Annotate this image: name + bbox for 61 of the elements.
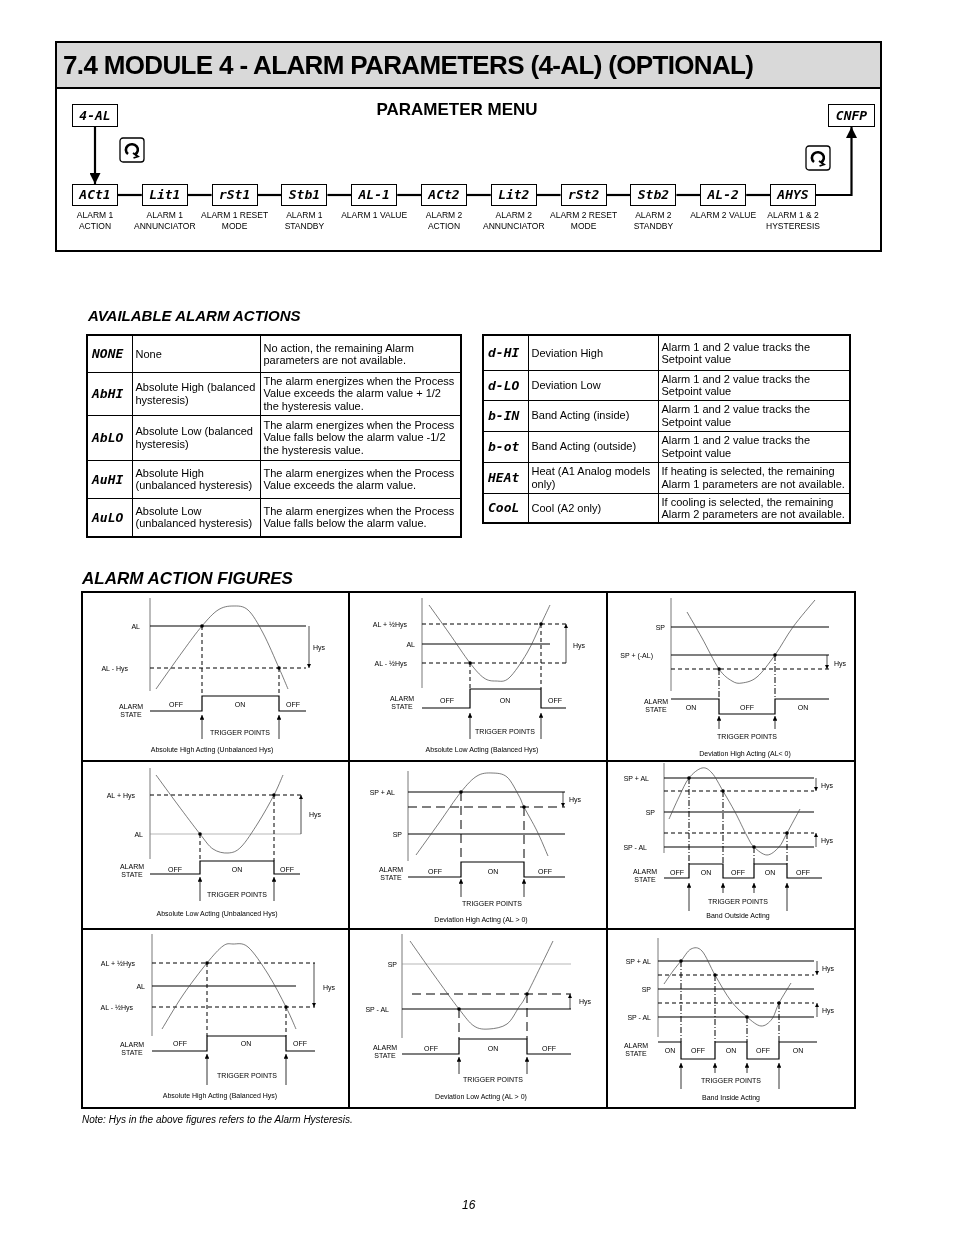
page-title: 7.4 MODULE 4 - ALARM PARAMETERS (4-AL) (OPTIONAL) [63, 48, 754, 82]
action-name-cell: Absolute High (unbalanced hysteresis) [132, 460, 260, 498]
connector-line [118, 193, 142, 197]
connector-arrow [816, 127, 857, 197]
parameter-display-box: ACt2 [421, 184, 467, 206]
section-heading: ALARM ACTION FIGURES [82, 568, 293, 590]
parameter-display-box: Stb1 [281, 184, 328, 206]
page-number: 16 [462, 1197, 476, 1214]
parameter-caption: ALARM 2 VALUE [689, 210, 758, 222]
parameter-caption: ALARM 1 ACTION [75, 210, 115, 233]
action-name-cell: Heat (A1 Analog models only) [528, 462, 658, 493]
connector-line [187, 193, 212, 197]
action-name-cell: Deviation Low [528, 370, 658, 400]
connector-line [676, 193, 701, 197]
display-code-cell: AbHI [87, 372, 132, 415]
parameter-display-box: ACt1 [72, 184, 118, 206]
display-code-cell: d-HI [483, 335, 528, 370]
display-code-cell: HEAt [483, 462, 528, 493]
display-code-cell: d-LO [483, 370, 528, 400]
connector-line [746, 193, 770, 197]
action-name-cell: Band Acting (outside) [528, 431, 658, 462]
action-name-cell: Band Acting (inside) [528, 400, 658, 431]
parameter-caption: ALARM 1 RESET MODE [200, 210, 269, 233]
parameter-caption: ALARM 2 ANNUNCIATOR [482, 210, 546, 233]
action-name-cell: None [132, 335, 260, 372]
connector-line [397, 193, 421, 197]
parameter-caption: ALARM 1 VALUE [340, 210, 409, 222]
section-heading: AVAILABLE ALARM ACTIONS [88, 306, 301, 326]
section-heading: PARAMETER MENU [376, 99, 538, 121]
display-code-cell: AuHI [87, 460, 132, 498]
parameter-caption: ALARM 2 STANDBY [632, 210, 675, 233]
footnote: Note: Hys in the above figures refers to the Alarm Hysteresis. [82, 1113, 353, 1127]
parameter-display-box: Lit1 [141, 184, 188, 206]
action-name-cell: Absolute High (balanced hysteresis) [132, 372, 260, 415]
parameter-display-box: Lit2 [490, 184, 537, 206]
parameter-display-box: AHYS [770, 184, 816, 206]
action-name-cell: Absolute Low (balanced hysteresis) [132, 415, 260, 460]
parameter-display-box: AL-2 [700, 184, 747, 206]
connector-line [327, 193, 352, 197]
action-name-cell: Absolute Low (unbalanced hysteresis) [132, 498, 260, 537]
connector-arrow [89, 127, 101, 184]
connector-line [606, 193, 631, 197]
parameter-display-box: rSt1 [211, 184, 258, 206]
connector-line [467, 193, 491, 197]
parameter-display-box: Stb2 [630, 184, 677, 206]
connector-line [257, 193, 282, 197]
display-code-cell: AbLO [87, 415, 132, 460]
action-name-cell: Deviation High [528, 335, 658, 370]
connector-line [536, 193, 561, 197]
parameter-caption: ALARM 1 STANDBY [283, 210, 326, 233]
parameter-display-box: AL-1 [351, 184, 398, 206]
parameter-caption: ALARM 1 ANNUNCIATOR [133, 210, 197, 233]
parameter-caption: ALARM 1 & 2 HYSTERESIS [765, 210, 821, 233]
display-code-cell: b-ot [483, 431, 528, 462]
parameter-caption: ALARM 2 ACTION [424, 210, 464, 233]
parameter-display-box: 4-AL [72, 104, 118, 127]
parameter-display-box: CNFP [828, 104, 875, 127]
parameter-display-box: rSt2 [560, 184, 607, 206]
parameter-caption: ALARM 2 RESET MODE [549, 210, 618, 233]
display-code-cell: NONE [87, 335, 132, 372]
display-code-cell: b-IN [483, 400, 528, 431]
